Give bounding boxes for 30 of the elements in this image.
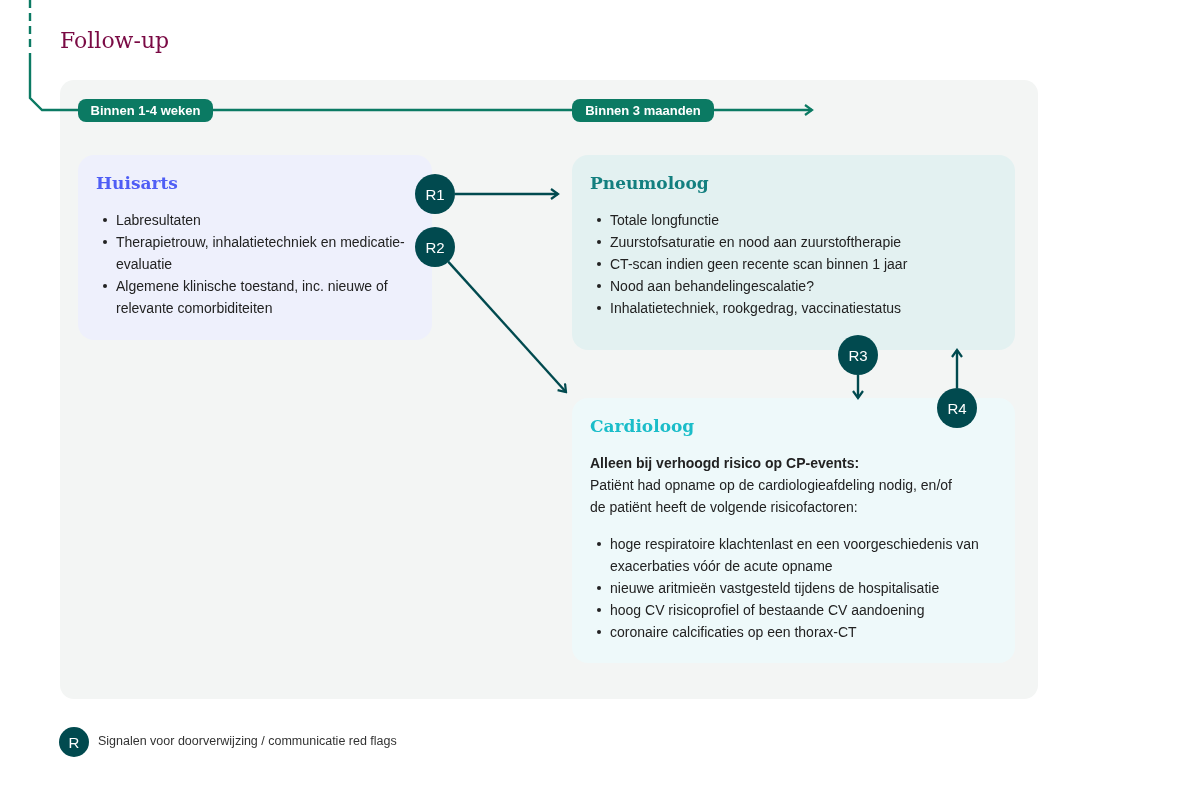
legend-badge: R	[59, 727, 89, 757]
timeline-line	[714, 103, 814, 117]
timeline-line	[213, 108, 572, 112]
bullet-item: hoog CV risicoprofiel of bestaande CV aandoening	[610, 602, 925, 618]
referral-arrow	[455, 187, 560, 201]
timeline-label: Binnen 3 maanden	[572, 99, 714, 122]
specialist-card	[572, 398, 1015, 663]
card-paragraph: Patiënt had opname op de cardiologieafdeling nodig, en/of de patiënt heeft de volgende risicofactoren:	[590, 476, 953, 517]
bullet-item: Inhalatietechniek, rookgedrag, vaccinatiestatus	[610, 300, 902, 316]
referral-arrow	[447, 261, 568, 394]
bullet-item: Totale longfunctie	[610, 212, 719, 228]
diagram-title: Follow-up	[60, 28, 170, 53]
bullet-item: Zuurstofsaturatie en nood aan zuurstoftherapie	[610, 234, 902, 250]
bullet-item: CT-scan indien geen recente scan binnen 1 jaar	[610, 256, 908, 272]
bullet-item: Labresultaten	[116, 212, 201, 228]
legend-text: Signalen voor doorverwijzing / communicatie red flags	[98, 734, 397, 748]
card-heading: Pneumoloog	[590, 173, 710, 193]
timeline-line	[28, 0, 78, 112]
bullet-item: Therapietrouw, inhalatietechniek en medicatie-evaluatie	[116, 234, 405, 272]
card-heading: Cardioloog	[590, 416, 696, 436]
bullet-item: Algemene klinische toestand, inc. nieuwe of relevante comorbiditeiten	[116, 278, 388, 316]
timeline-label: Binnen 1-4 weken	[78, 99, 213, 122]
card-paragraph: Alleen bij verhoogd risico op CP-events:	[590, 454, 861, 473]
bullet-item: Nood aan behandelingescalatie?	[610, 278, 814, 294]
specialist-card	[572, 155, 1015, 350]
bullet-item: nieuwe aritmieën vastgesteld tijdens de hospitalisatie	[610, 580, 940, 596]
card-heading: Huisarts	[96, 173, 179, 193]
referral-arrow	[950, 348, 964, 388]
bullet-item: coronaire calcificaties op een thorax-CT	[610, 624, 857, 640]
referral-arrow	[851, 375, 865, 400]
